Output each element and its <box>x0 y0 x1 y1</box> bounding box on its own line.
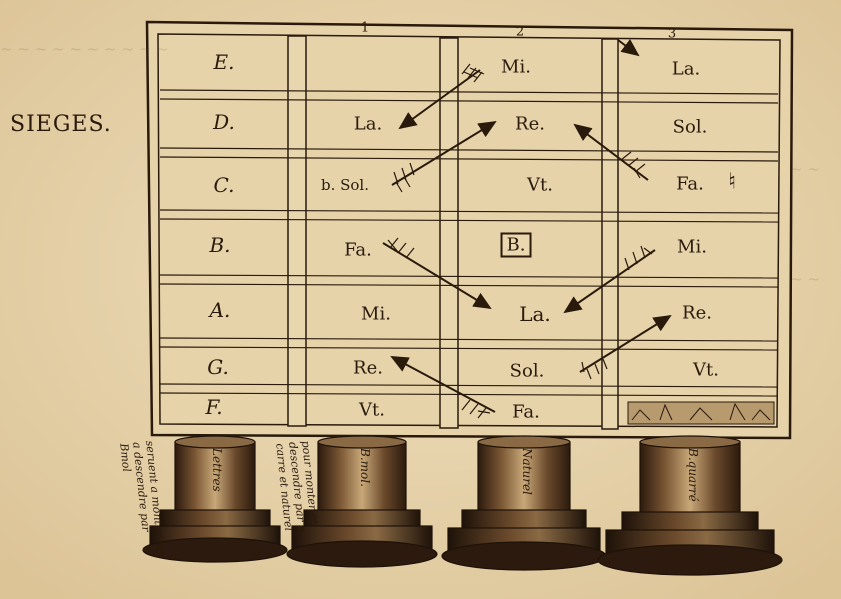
pedestals <box>142 435 783 576</box>
natural-sign-icon: ♮ <box>728 169 736 195</box>
sieges-label: SIEGES. <box>10 112 112 137</box>
note-col3-A: Re. <box>682 302 712 324</box>
note-col2-E: Mi. <box>501 56 531 78</box>
note-col1-A: Mi. <box>361 303 391 325</box>
note-col1-F: Vt. <box>359 399 385 421</box>
arrow-6 <box>579 314 672 373</box>
arrow-1 <box>398 69 481 130</box>
pedestal-2 <box>286 435 438 568</box>
letter-A: A. <box>209 298 231 322</box>
note-col2-C: Vt. <box>527 174 553 196</box>
note-col3-E: La. <box>671 58 701 80</box>
arrow-7 <box>390 356 496 413</box>
sketch-scene <box>627 401 775 425</box>
pedestal-label-lettres: Lettres <box>210 448 224 492</box>
note-col2-A: La. <box>519 302 551 326</box>
ladder-rungs <box>159 89 779 397</box>
arrow-2 <box>391 120 497 186</box>
bleed-text: ~ ~ ~ ~ ~ ~ ~ ~ ~ ~ <box>0 40 169 58</box>
arrow-5 <box>563 249 656 314</box>
pedestal-label-bmol: B.mol. <box>358 448 372 487</box>
column-number-2: 2 <box>515 24 525 40</box>
letter-F: F. <box>205 395 223 419</box>
letter-E: E. <box>213 50 235 74</box>
arrow-fletchings <box>387 63 653 419</box>
note-col3-B: Mi. <box>677 236 707 258</box>
note-col2-G: Sol. <box>509 360 545 382</box>
note-col1-B: Fa. <box>344 239 372 261</box>
column-number-3: 3 <box>667 26 677 42</box>
pedestal-3 <box>441 435 607 571</box>
arrows <box>382 39 672 413</box>
ladder-frame <box>145 20 794 440</box>
bleed-text: ~ ~ <box>790 270 820 288</box>
note-col3-G: Vt. <box>693 359 719 381</box>
note-col1-C: b. Sol. <box>320 176 370 194</box>
letter-G: G. <box>207 355 229 379</box>
ladder-posts <box>287 35 619 430</box>
bleed-text: ~ ~ <box>790 160 820 178</box>
letter-D: D. <box>213 110 235 134</box>
pedestal-label-naturel: Naturel <box>520 448 534 495</box>
letter-C: C. <box>213 173 235 197</box>
arrow-8 <box>617 39 640 57</box>
column-number-1: 1 <box>360 20 370 36</box>
note-col3-D: Sol. <box>672 116 708 138</box>
arrow-4 <box>382 242 492 310</box>
note-col2-D: Re. <box>515 113 545 135</box>
pedestal-4 <box>597 435 783 576</box>
note-col2-F: Fa. <box>512 401 540 423</box>
letter-B: B. <box>209 233 231 257</box>
pedestal-1 <box>142 435 288 563</box>
note-col2-B: B. <box>500 232 532 258</box>
note-col3-C: Fa. <box>676 173 704 195</box>
note-col1-D: La. <box>353 113 383 135</box>
note-col1-G: Re. <box>353 357 383 379</box>
pedestal-label-bquarre: B.quarré <box>686 448 700 502</box>
